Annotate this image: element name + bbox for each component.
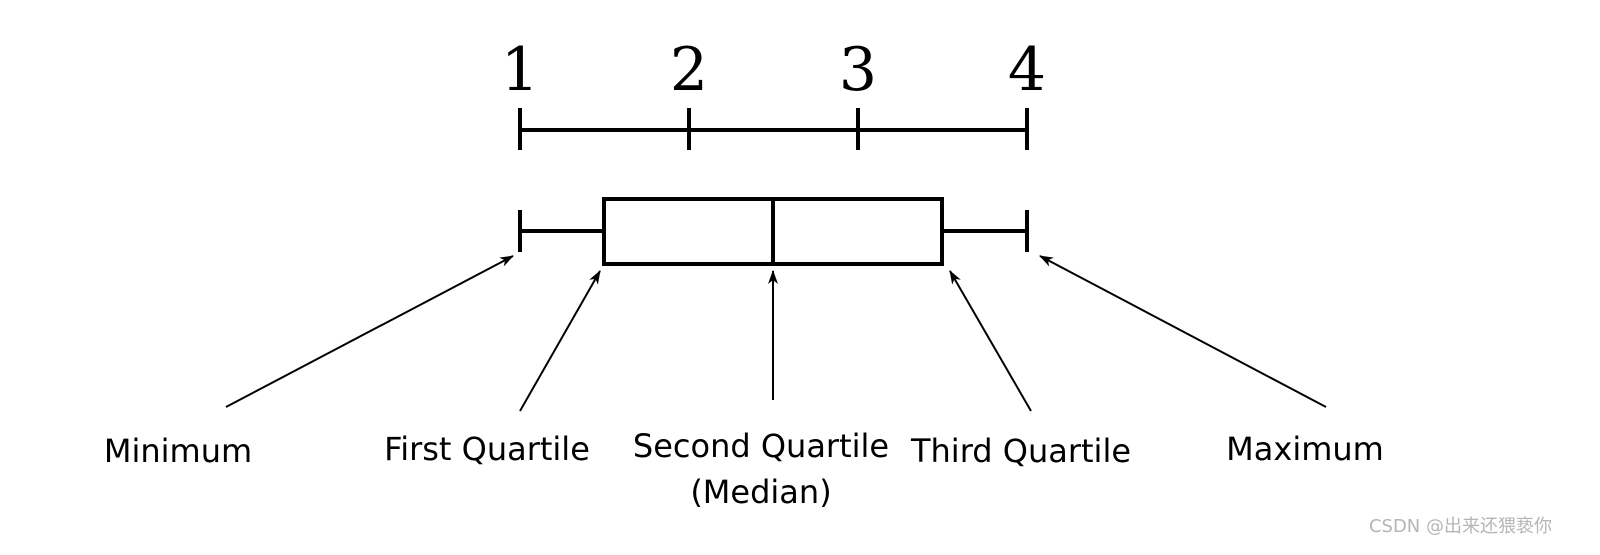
annotation-arrows	[225, 255, 1327, 412]
scale: 1 2 3 4	[501, 35, 1046, 150]
captions: Minimum First Quartile Second Quartile (…	[104, 427, 1384, 511]
scale-tick-label-2: 2	[670, 35, 708, 105]
scale-tick-label-1: 1	[501, 35, 539, 105]
second-quartile-label: Second Quartile	[633, 427, 889, 465]
box-plot	[518, 197, 1029, 266]
first-quartile-arrow	[519, 270, 601, 412]
third-quartile-label: Third Quartile	[910, 432, 1131, 470]
first-quartile-label: First Quartile	[384, 430, 590, 468]
minimum-arrow	[225, 255, 514, 408]
minimum-label: Minimum	[104, 432, 252, 470]
maximum-label: Maximum	[1226, 430, 1384, 468]
maximum-arrow	[1039, 255, 1327, 408]
median-label: (Median)	[690, 473, 831, 511]
watermark-text: CSDN @出来还猥亵你	[1369, 516, 1552, 537]
third-quartile-arrow	[949, 270, 1032, 412]
scale-tick-label-4: 4	[1008, 35, 1046, 105]
scale-tick-label-3: 3	[839, 35, 877, 105]
